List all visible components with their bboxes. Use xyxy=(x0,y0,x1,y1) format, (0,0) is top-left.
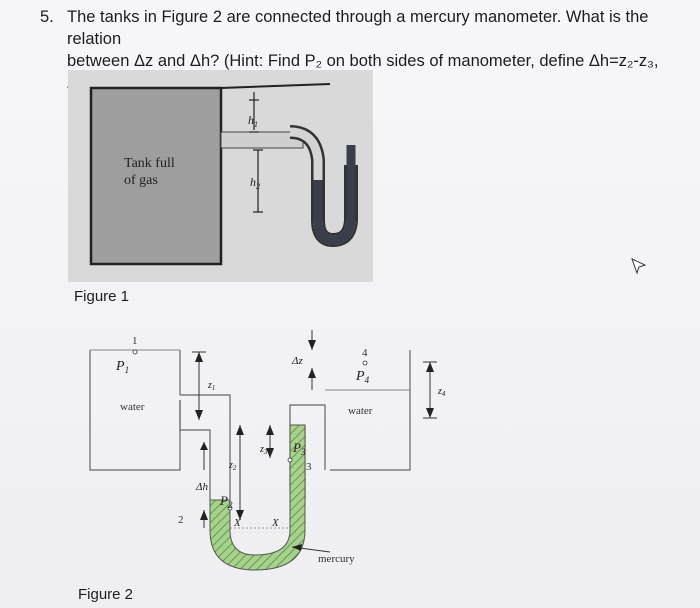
z4-label: z4 xyxy=(437,386,446,398)
mercury-label: mercury xyxy=(318,553,355,565)
point-3-label: 3 xyxy=(306,461,312,473)
water-left-label: water xyxy=(120,401,145,413)
delta-z-label: Δz xyxy=(291,355,303,367)
mercury-column xyxy=(313,145,356,245)
question-number: 5. xyxy=(40,8,54,26)
point-1-label: 1 xyxy=(132,335,138,347)
gas-tank xyxy=(89,86,223,266)
mouse-cursor-icon xyxy=(631,258,647,275)
z1-label: z1 xyxy=(207,380,215,392)
x-left-label: X xyxy=(233,517,242,529)
tank-label-line1: Tank full xyxy=(124,156,175,171)
p1-label: P1 xyxy=(115,359,129,375)
tank-label-line2: of gas xyxy=(124,173,158,188)
figure-1-drawing: h1 h2 Tank full of gas xyxy=(68,70,373,282)
figure-1-caption: Figure 1 xyxy=(74,288,130,305)
figure-2-drawing: 1 P1 water z1 Δh z2 z3 xyxy=(89,330,446,571)
point-4-label: 4 xyxy=(362,347,368,359)
p4-label: P4 xyxy=(355,369,370,385)
h1-label: h1 xyxy=(248,113,258,129)
question-line-1: The tanks in Figure 2 are connected thro… xyxy=(67,8,649,48)
z3-label: z3 xyxy=(259,444,268,456)
mercury-u-tube xyxy=(209,424,306,571)
point-2-label: 2 xyxy=(178,514,184,526)
h2-label: h2 xyxy=(250,175,260,191)
x-right-label: X xyxy=(271,517,280,529)
z2-label: z2 xyxy=(228,460,237,472)
p2-label: P2 xyxy=(219,493,233,510)
question-text: The tanks in Figure 2 are connected thro… xyxy=(67,6,697,94)
water-right-label: water xyxy=(348,405,373,417)
p3-label: P3 xyxy=(292,440,306,457)
figure-2-caption: Figure 2 xyxy=(78,586,134,603)
figure-1-image: h1 h2 Tank full of gas xyxy=(68,70,373,282)
delta-h-label: Δh xyxy=(195,481,208,493)
left-tank xyxy=(89,350,181,471)
